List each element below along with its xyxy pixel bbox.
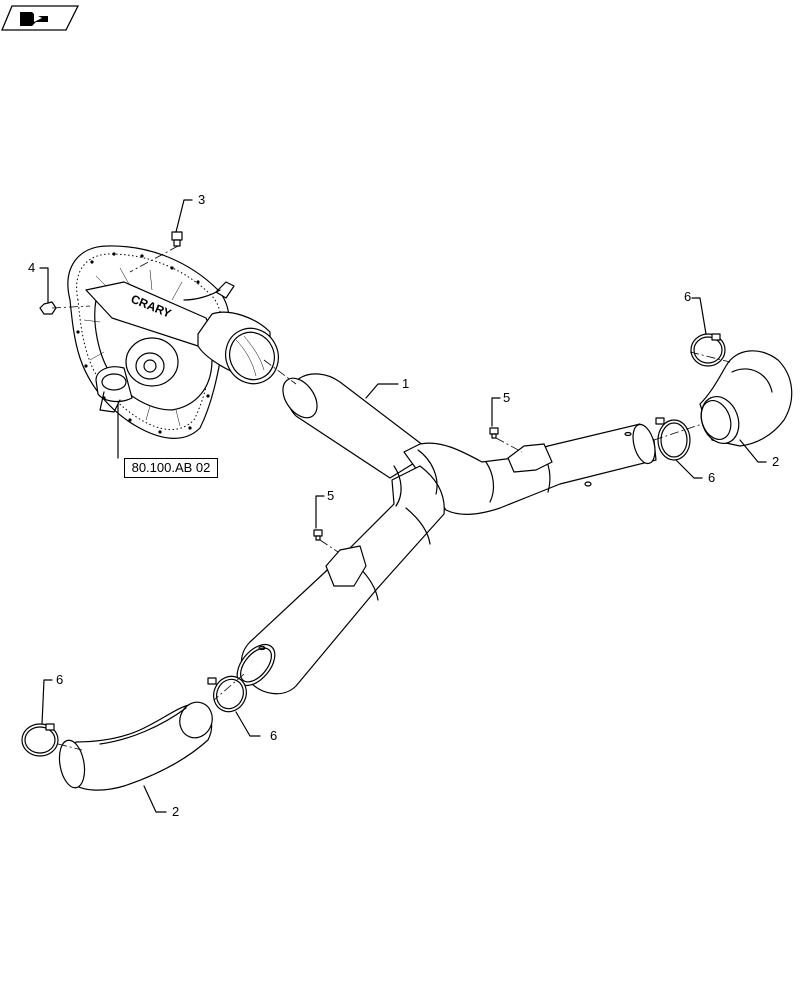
alignment-lines [51,245,731,751]
hose-clamp-right-upper [690,333,726,367]
callout-2-left: 2 [172,804,180,819]
callout-5-upper: 5 [503,390,511,405]
callout-6-right-lower: 6 [708,470,716,485]
nut-4 [39,301,57,315]
callout-2-right: 2 [772,454,780,469]
callout-1: 1 [402,376,410,391]
leader-lines [39,199,767,813]
callout-4: 4 [28,260,36,275]
callout-3: 3 [198,192,206,207]
reference-link[interactable]: 80.100.AB 02 [124,458,218,478]
callout-5-lower: 5 [327,488,335,503]
hose-clamp-right-lower [655,417,691,461]
bolt-3 [171,231,183,247]
callout-6-right-upper: 6 [684,289,692,304]
page-return-button[interactable] [6,4,78,30]
hose-clamp-left-outer [21,723,59,757]
callout-6-left-inner: 6 [270,728,278,743]
blower-assembly: CRARY [67,245,279,439]
elbow-hose-left [58,701,213,791]
hose-clamp-left-inner [207,675,247,713]
page-return-arrow-icon [1,5,80,31]
y-tube [236,373,657,695]
bolt-5-lower [313,529,323,541]
elbow-hose-right [699,350,793,447]
bolt-5-upper [489,427,499,439]
callout-6-left-outer: 6 [56,672,64,687]
